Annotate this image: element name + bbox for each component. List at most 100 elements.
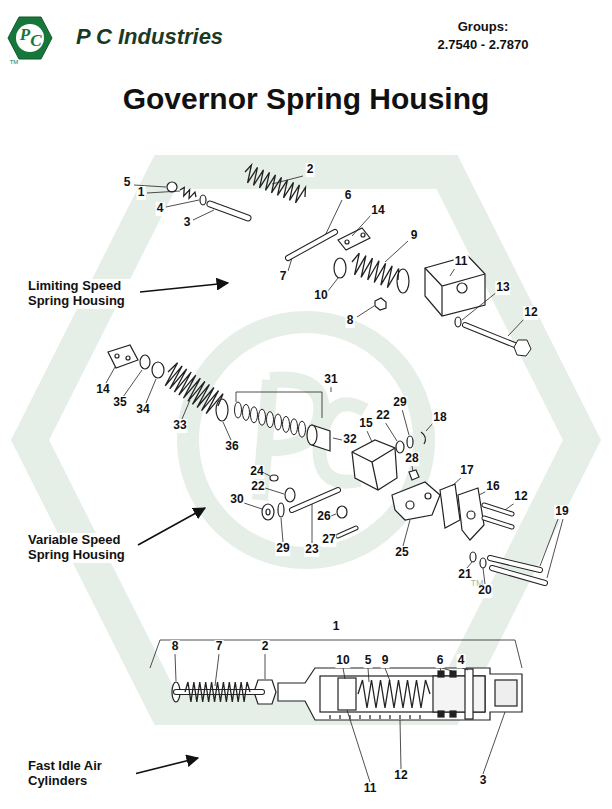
callout-number: 22 (375, 409, 390, 423)
leader-line (331, 514, 336, 516)
callout-number: 32 (342, 433, 357, 447)
callout-number: 8 (171, 640, 180, 654)
trademark: TM (10, 59, 19, 66)
shim (299, 421, 306, 437)
rod-body (292, 490, 338, 510)
part-drawing (406, 501, 414, 509)
leader-line (281, 518, 283, 542)
part-drawing (270, 475, 278, 481)
callout-number: 1 (137, 186, 146, 200)
part-drawing (200, 195, 206, 205)
logo-letter: P (20, 25, 30, 45)
callout-number: 9 (410, 229, 419, 243)
shim (283, 416, 290, 432)
rod-outline (465, 325, 522, 348)
leader-line (106, 367, 115, 383)
part-drawing (108, 182, 522, 720)
callout-number: 3 (479, 774, 488, 788)
leader-line (265, 488, 284, 494)
part-drawing (361, 233, 365, 237)
part-drawing (409, 470, 419, 480)
leader-line (347, 710, 370, 782)
part-drawing (407, 436, 413, 448)
rod-outline (292, 490, 338, 510)
watermark-logo (260, 380, 321, 501)
part-drawing (438, 711, 444, 717)
callout-number: 36 (224, 440, 239, 454)
callout-number: 29 (275, 542, 290, 556)
rod-outline (210, 204, 248, 218)
leader-line (357, 306, 374, 317)
callout-number: 21 (457, 568, 472, 582)
callout-number: 3 (183, 216, 192, 230)
callout-number: 2 (306, 163, 315, 177)
part-drawing (262, 504, 274, 520)
part-drawing (375, 298, 386, 310)
coil-spring (185, 682, 250, 702)
rod-body (338, 528, 356, 536)
part-drawing (278, 503, 284, 517)
section-label: Limiting Speed Spring Housing (28, 279, 136, 309)
callout-number: 23 (304, 543, 319, 557)
leader-line (146, 379, 156, 403)
callout-number: 34 (135, 403, 150, 417)
callout-number: 19 (554, 505, 569, 519)
leader-line (343, 668, 345, 679)
callout-number: 7 (279, 270, 288, 284)
coil-spring (358, 680, 430, 708)
spring-and-rod (165, 165, 545, 708)
rod-body (492, 568, 545, 583)
leader-line (462, 668, 468, 670)
part-drawing (480, 558, 486, 568)
rod-body (465, 325, 522, 348)
rod-body (288, 232, 335, 258)
callout-number: 6 (436, 654, 445, 668)
callout-number: 16 (485, 480, 500, 494)
leader-line (106, 176, 563, 782)
leader-line (244, 503, 262, 509)
callout-number: 2 (261, 640, 270, 654)
rod-outline (288, 232, 335, 258)
leader-line (175, 654, 176, 681)
leader-line (402, 409, 409, 435)
shim (259, 409, 266, 425)
brand-name: P C Industries (76, 24, 223, 49)
rod-body (484, 518, 512, 527)
section-label: Variable Speed Spring Housing (28, 533, 136, 563)
part-drawing (352, 448, 395, 490)
shim (243, 404, 250, 420)
callout-number: 4 (457, 654, 466, 668)
leader-line (123, 370, 142, 397)
leader-line (403, 520, 410, 546)
callout-number: 25 (394, 546, 409, 560)
leader-line (385, 241, 408, 262)
callout-number: 11 (363, 782, 378, 796)
callout-number: 24 (249, 465, 264, 479)
coil-spring (245, 165, 305, 203)
callout-number: 7 (215, 640, 224, 654)
logo-badge (8, 17, 52, 59)
part-drawing (338, 228, 370, 250)
callout-number: 12 (513, 490, 528, 504)
callout-number: 31 (323, 373, 338, 387)
coil-spring (180, 188, 196, 199)
callout-number: 33 (172, 419, 187, 433)
logo-badge (8, 17, 52, 59)
part-drawing (307, 425, 317, 445)
leader-line (333, 438, 342, 440)
shim (291, 419, 298, 435)
callout-number: 4 (156, 202, 165, 216)
pointer-arrow (138, 508, 205, 545)
part-drawing (440, 484, 460, 528)
callout-number: 22 (250, 480, 265, 494)
rod-body (210, 204, 248, 218)
part-drawing (425, 493, 431, 499)
bolt-head (514, 340, 531, 356)
rod-outline (484, 518, 512, 527)
watermark-mark: TM (471, 578, 484, 588)
part-drawing (392, 482, 440, 520)
watermark-logo (30, 172, 582, 708)
shim (251, 407, 258, 423)
part-drawing (167, 182, 177, 192)
